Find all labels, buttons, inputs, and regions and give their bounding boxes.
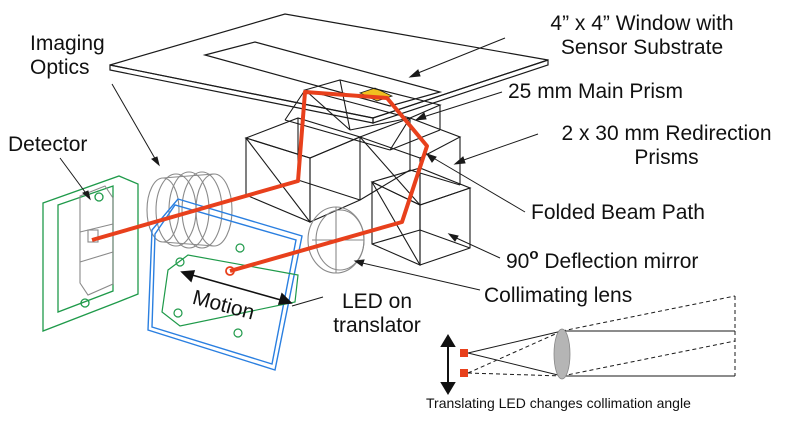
label-deflection-rest: Deflection mirror (538, 250, 699, 273)
collimation-inset (440, 295, 736, 395)
motion-arrow (180, 270, 293, 305)
label-imaging-line1: Imaging (30, 32, 105, 55)
detector-chip (79, 185, 114, 296)
deflection-mirror-cube (370, 167, 472, 266)
label-deflection-mirror: 90o Deflection mirror (506, 246, 699, 276)
label-window-line1: 4” x 4” Window with (550, 12, 734, 35)
label-redirection-line2: Prisms (634, 146, 699, 169)
label-redirection-prisms: 2 x 30 mm Redirection Prisms (540, 122, 793, 170)
label-redirection-line1: 2 x 30 mm Redirection (561, 122, 772, 145)
label-deflection-degree: o (529, 246, 539, 263)
led-position-lower (460, 369, 468, 377)
label-caption: Translating LED changes collimation angl… (426, 395, 691, 411)
folded-beam-path (91, 90, 429, 273)
imaging-optics (146, 171, 233, 249)
label-led-line2: translator (333, 314, 421, 337)
label-window-line2: Sensor Substrate (560, 36, 724, 59)
led-position-upper (460, 349, 468, 357)
window-plate (109, 13, 549, 124)
label-imaging-line2: Optics (30, 56, 90, 79)
label-led-line1: LED on (341, 290, 413, 313)
label-folded-beam: Folded Beam Path (531, 201, 705, 224)
label-collimating-lens: Collimating lens (484, 284, 633, 307)
leader-lines (59, 37, 539, 307)
label-deflection-num: 90 (506, 250, 530, 273)
label-led-translator: LED on translator (322, 290, 432, 338)
translation-arrow (440, 334, 456, 395)
detector-assembly (42, 175, 139, 332)
label-imaging-optics: Imaging Optics (30, 32, 105, 80)
label-detector: Detector (8, 133, 88, 156)
label-main-prism: 25 mm Main Prism (508, 80, 684, 103)
led-carriage (161, 243, 299, 338)
inset-rays (467, 295, 736, 377)
label-window: 4” x 4” Window with Sensor Substrate (508, 12, 776, 60)
inset-lens (553, 328, 571, 380)
